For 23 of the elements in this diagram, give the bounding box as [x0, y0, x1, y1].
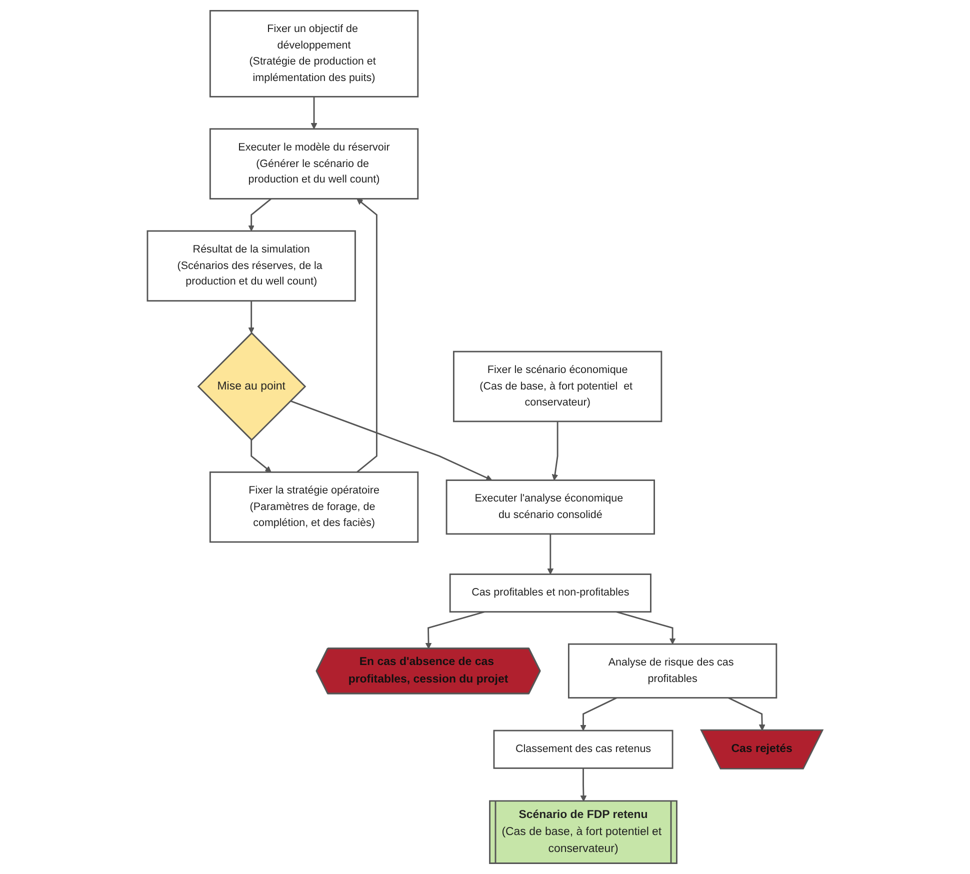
node-box: Classement des cas retenus	[493, 730, 674, 769]
arrow	[310, 96, 318, 130]
arrow	[580, 697, 618, 731]
node-box: Fixer un objectif de développement (Stratégie de production et implémentation des puits)	[209, 10, 419, 98]
arrow	[290, 400, 492, 481]
node-box: Analyse de risque des cas profitables	[568, 643, 778, 699]
arrow	[250, 440, 272, 472]
arrow	[248, 198, 272, 232]
node-box: Executer l'analyse économique du scénario consolidé	[446, 480, 655, 535]
node-diamond: Mise au point	[197, 332, 306, 441]
arrow	[552, 421, 558, 480]
arrow	[580, 768, 587, 802]
node-box: Executer le modèle du réservoir (Générer le scénario de production et du well count)	[209, 128, 419, 200]
arrow	[728, 697, 766, 731]
node-box: Cas profitables et non-profitables	[449, 574, 652, 613]
arrow	[356, 198, 378, 473]
node-box: Résultat de la simulation (Scénarios des réserves, de la production et du well count)	[146, 230, 356, 302]
arrow	[547, 534, 554, 575]
arrow	[616, 611, 676, 644]
arrow	[248, 300, 254, 334]
node-box: Fixer la stratégie opératoire (Paramètres de forage, de complétion, et des faciès)	[209, 471, 419, 543]
arrow	[425, 611, 485, 650]
node-box: Fixer le scénario économique (Cas de base, à fort potentiel et conservateur)	[452, 350, 662, 422]
